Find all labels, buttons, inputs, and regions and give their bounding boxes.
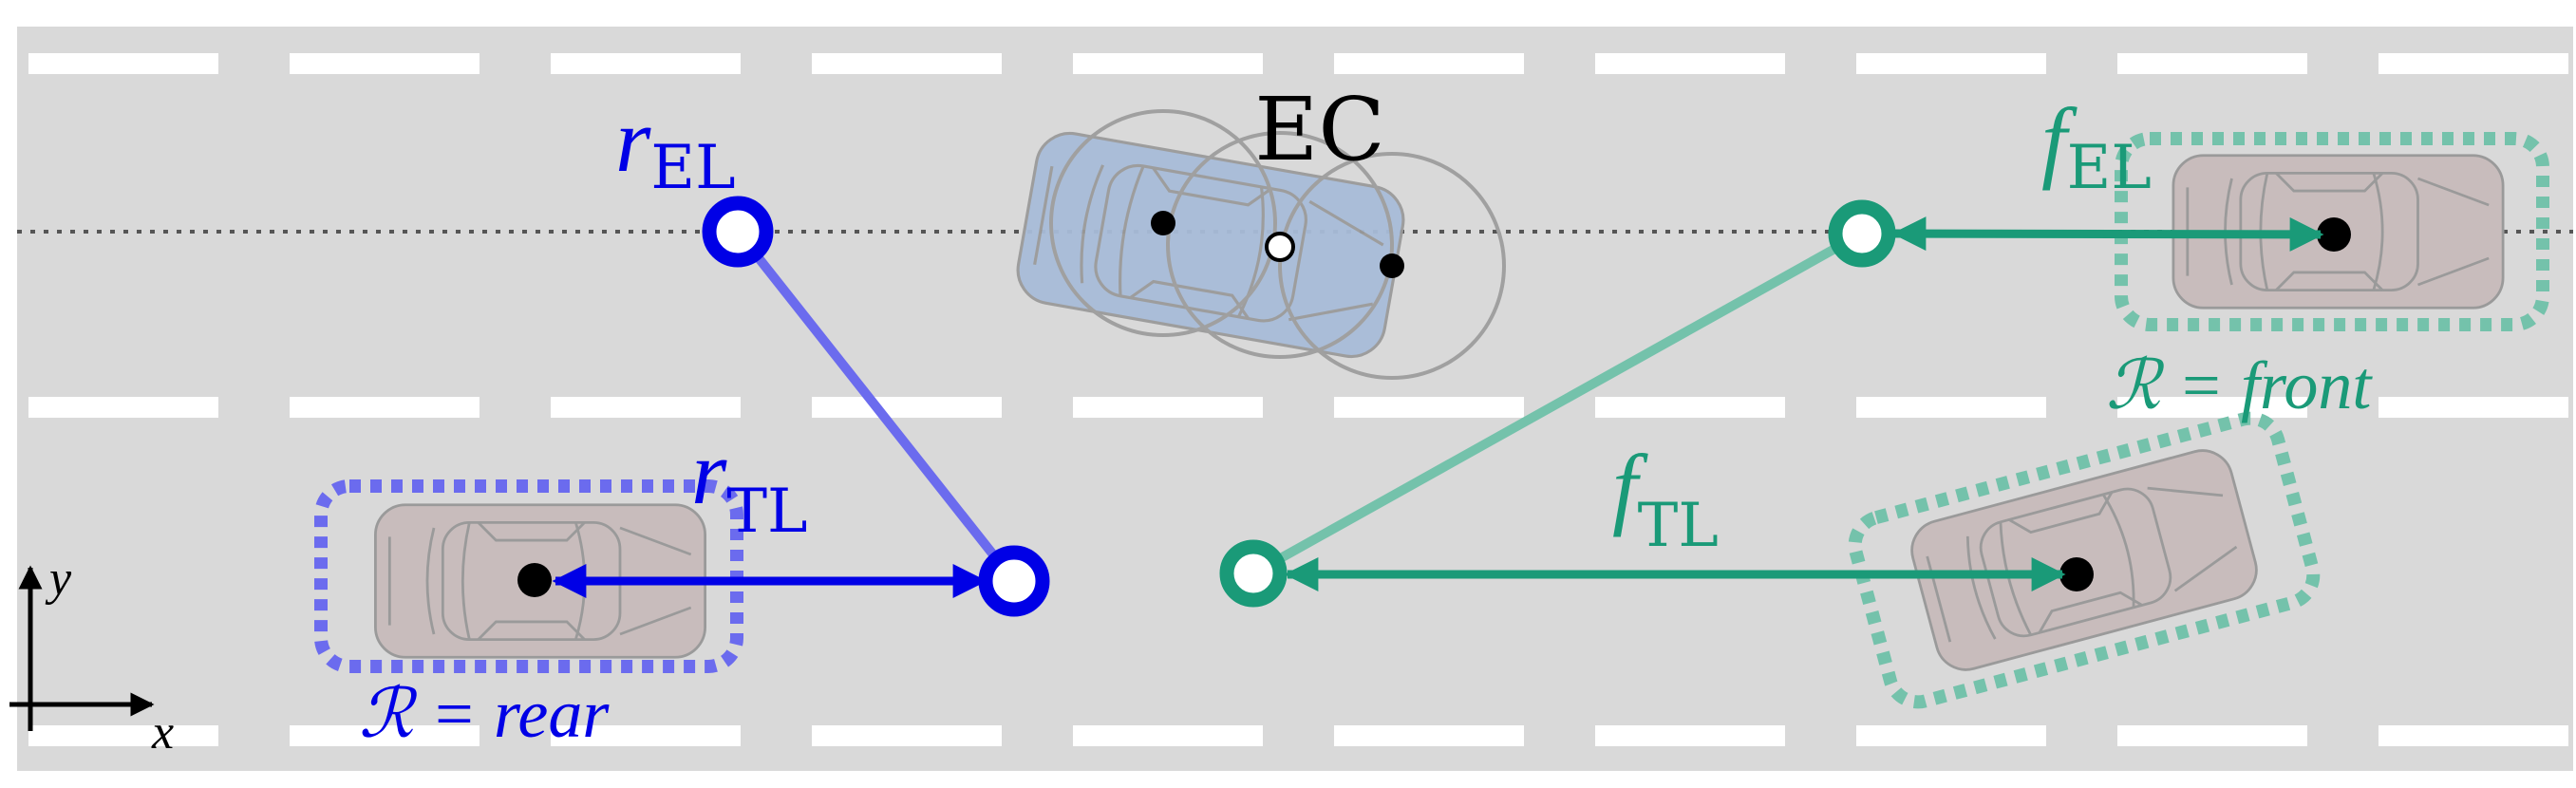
rear-ego-lane-label: rEL (615, 89, 736, 203)
coordinate-axes: x y (9, 552, 174, 760)
front-ego-lane-arrow (1891, 216, 2324, 252)
rear-connector (734, 228, 1018, 585)
ego-car-label: EC (1254, 79, 1385, 180)
ego-reference-point (1265, 232, 1295, 262)
front-target-car-reference-point (2059, 557, 2094, 591)
front-ego-lane-label: fEL (2041, 89, 2152, 203)
front-region-label: ℛ = front (2106, 347, 2373, 423)
front-target-car (1848, 411, 2321, 709)
lane-marking-middle (28, 397, 2568, 418)
ego-circle-center-front (1380, 253, 1404, 278)
rear-target-lane-node (978, 545, 1050, 617)
ego-circle-center-rear (1151, 211, 1175, 235)
lane-marking-bottom (28, 725, 2568, 746)
rear-region-label: ℛ = rear (359, 676, 610, 752)
rear-target-lane-label: rTL (691, 422, 808, 547)
rear-car-reference-point (517, 563, 552, 597)
front-ego-car (2115, 132, 2549, 331)
front-target-lane-node (1219, 539, 1288, 608)
lane-markings (28, 53, 2568, 746)
front-region-box-target-lane (1848, 411, 2321, 709)
y-axis-label: y (45, 552, 72, 606)
ego-car: EC (1010, 79, 1506, 380)
front-connector (1250, 229, 1865, 578)
front-ego-lane-node (1828, 199, 1896, 268)
x-axis-label: x (151, 705, 174, 760)
front-ego-car-reference-point (2317, 217, 2351, 252)
rear-ego-lane-node (702, 196, 774, 268)
lane-marking-top (28, 53, 2568, 74)
rear-target-car (314, 479, 743, 673)
ego-collision-circles (1049, 109, 1506, 380)
